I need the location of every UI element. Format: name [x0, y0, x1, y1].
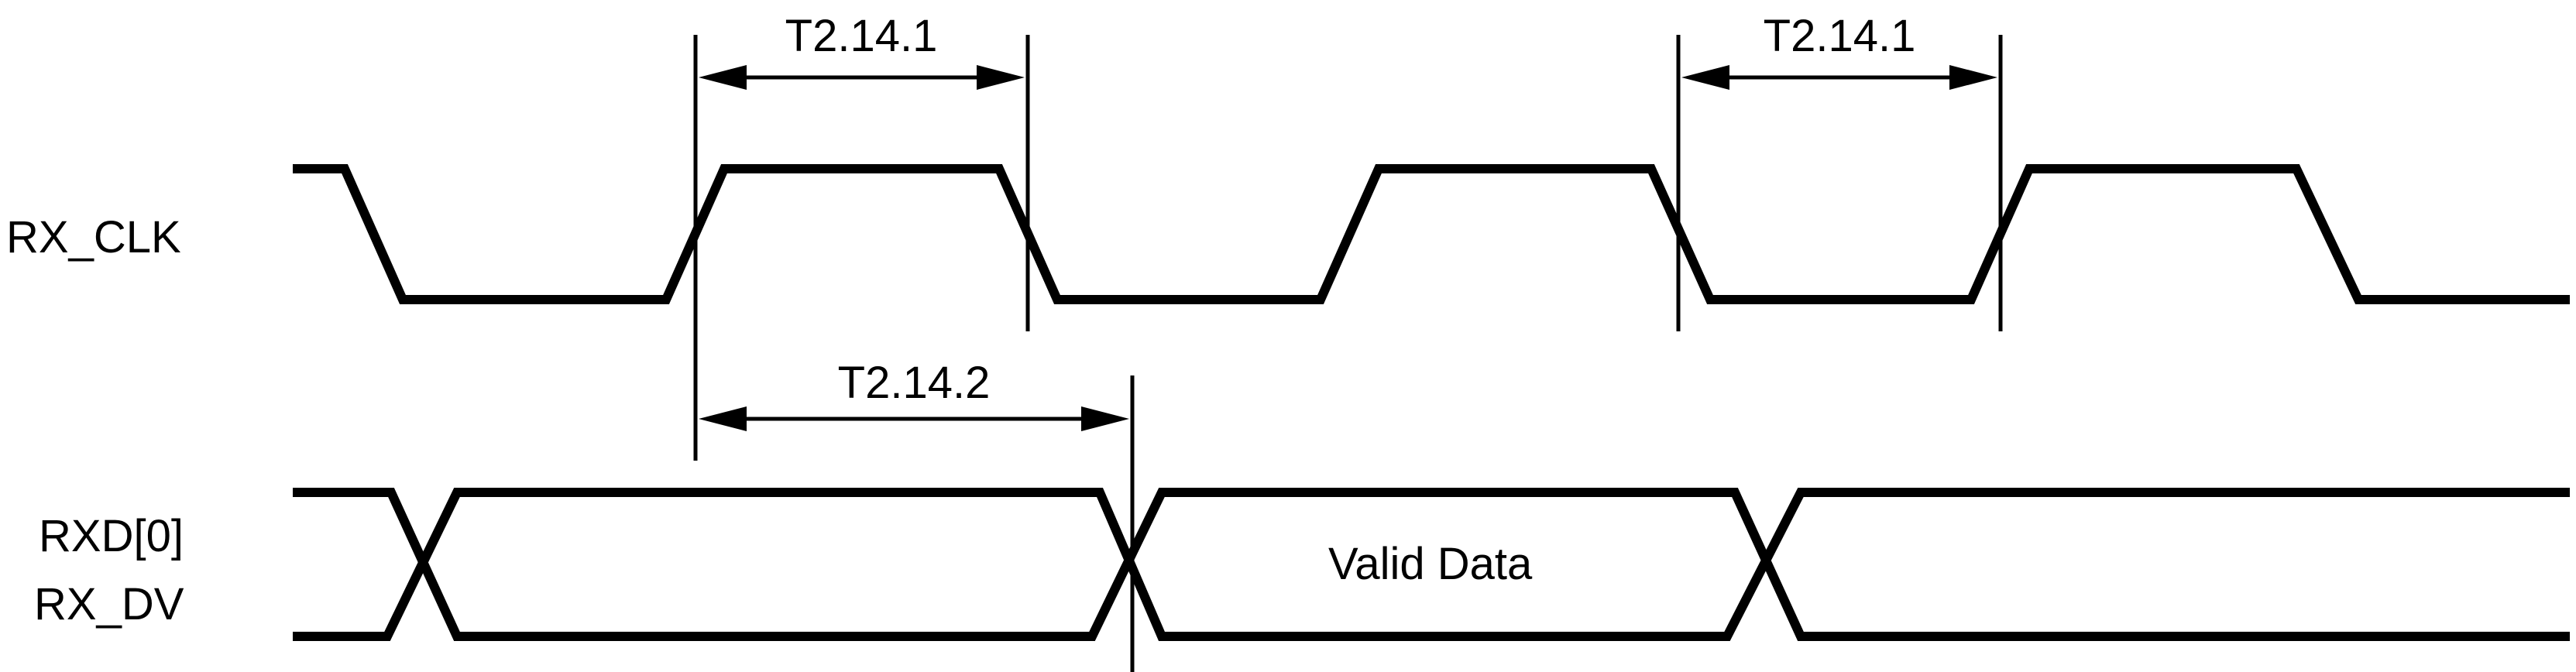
timing-label-t2-14-1-left: T2.14.1	[785, 11, 938, 61]
timing-label-t2-14-2: T2.14.2	[838, 358, 991, 408]
arrow-left-icon	[1681, 65, 1729, 90]
arrow-left-icon	[699, 406, 747, 431]
arrow-left-icon	[699, 65, 747, 90]
timing-label-t2-14-1-right: T2.14.1	[1764, 11, 1916, 61]
signal-label-rx-clk: RX_CLK	[6, 212, 181, 262]
dimension-t2-14-1-left: T2.14.1	[699, 11, 1025, 90]
rx-clk-waveform	[293, 164, 2570, 304]
signal-label-rx-dv: RX_DV	[34, 579, 184, 629]
arrow-right-icon	[1081, 406, 1129, 431]
signal-label-rxd0: RXD[0]	[39, 511, 184, 561]
valid-data-label: Valid Data	[1328, 539, 1533, 589]
dimension-t2-14-1-right: T2.14.1	[1681, 11, 1997, 90]
dimension-t2-14-2: T2.14.2	[699, 358, 1129, 431]
arrow-right-icon	[977, 65, 1025, 90]
arrow-right-icon	[1949, 65, 1997, 90]
